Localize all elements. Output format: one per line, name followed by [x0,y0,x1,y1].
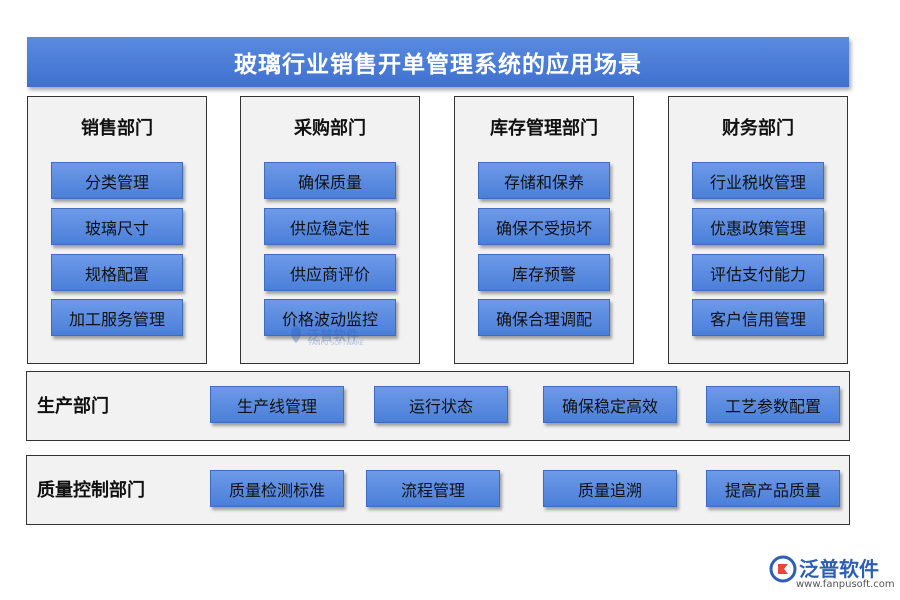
row-item: 运行状态 [374,386,508,423]
row-box-quality: 质量控制部门 质量检测标准 流程管理 质量追溯 提高产品质量 [26,455,850,525]
logo-url: www.fanpusoft.com [796,579,895,590]
watermark-text: 泛普软件 [307,329,360,344]
dept-item: 供应稳定性 [264,208,396,245]
logo-text: 泛普软件 [799,557,879,581]
watermark: 泛普软件 FANPU SOFTWARE [287,324,377,350]
dept-item: 确保不受损坏 [478,208,610,245]
row-box-production: 生产部门 生产线管理 运行状态 确保稳定高效 工艺参数配置 [26,371,850,441]
dept-title: 财务部门 [722,118,794,139]
dept-title: 销售部门 [81,118,153,139]
dept-title: 采购部门 [294,118,366,139]
row-item: 流程管理 [366,470,500,507]
dept-box-finance: 财务部门 行业税收管理 优惠政策管理 评估支付能力 客户信用管理 [668,96,848,364]
row-item: 确保稳定高效 [543,386,677,423]
dept-box-sales: 销售部门 分类管理 玻璃尺寸 规格配置 加工服务管理 [27,96,207,364]
dept-item: 确保合理调配 [478,299,610,336]
dept-item: 规格配置 [51,254,183,291]
dept-title: 库存管理部门 [490,118,598,139]
row-title: 质量控制部门 [37,480,145,501]
dept-item: 客户信用管理 [692,299,824,336]
dept-box-purchasing: 采购部门 确保质量 供应稳定性 供应商评价 价格波动监控 [240,96,420,364]
dept-item: 评估支付能力 [692,254,824,291]
row-item: 质量检测标准 [210,470,344,507]
dept-item: 行业税收管理 [692,162,824,199]
dept-item: 优惠政策管理 [692,208,824,245]
brand-logo: 泛普软件 www.fanpusoft.com [768,553,895,595]
diagram-title: 玻璃行业销售开单管理系统的应用场景 [27,37,849,87]
watermark-subtext: FANPU SOFTWARE [309,340,364,347]
fanpu-logo-icon [769,555,797,583]
dept-item: 价格波动监控 [264,299,396,336]
dept-item: 加工服务管理 [51,299,183,336]
dept-item: 分类管理 [51,162,183,199]
row-item: 工艺参数配置 [706,386,840,423]
dept-box-inventory: 库存管理部门 存储和保养 确保不受损坏 库存预警 确保合理调配 [454,96,634,364]
dept-item: 玻璃尺寸 [51,208,183,245]
dept-item: 供应商评价 [264,254,396,291]
row-item: 质量追溯 [543,470,677,507]
row-title: 生产部门 [37,396,109,417]
dept-item: 库存预警 [478,254,610,291]
dept-item: 确保质量 [264,162,396,199]
row-item: 生产线管理 [210,386,344,423]
dept-item: 存储和保养 [478,162,610,199]
watermark-logo-icon [291,325,301,343]
row-item: 提高产品质量 [706,470,840,507]
